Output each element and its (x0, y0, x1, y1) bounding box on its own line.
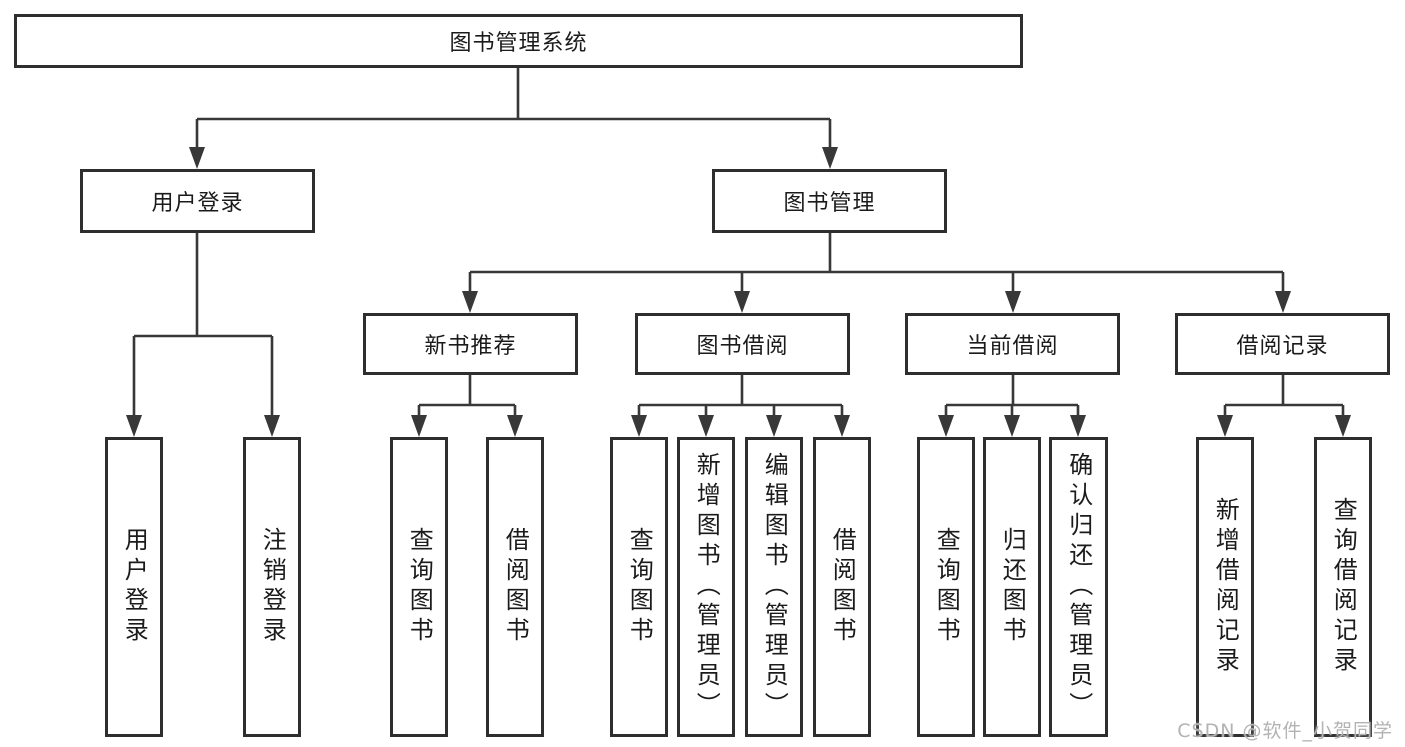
node-records-query-record: 查询借阅记录 (1314, 437, 1372, 737)
watermark: CSDN @软件_小贺同学 (1177, 720, 1393, 742)
node-current-return-books: 归还图书 (983, 437, 1041, 737)
node-recommend-borrow-books: 借阅图书 (486, 437, 544, 737)
node-label: 借阅图书 (828, 527, 857, 647)
node-label: 注销登录 (258, 527, 287, 647)
node-recommend-query-books: 查询图书 (390, 437, 448, 737)
node-login-logout: 注销登录 (243, 437, 301, 737)
node-new-book-recommend: 新书推荐 (363, 313, 578, 375)
node-label: 新增借阅记录 (1211, 497, 1240, 677)
node-current-confirm-return-admin: 确认归还（管理员） (1049, 437, 1108, 737)
node-user-login: 用户登录 (80, 169, 315, 233)
node-borrowing-query-books: 查询图书 (610, 437, 668, 737)
node-label: 查询借阅记录 (1329, 497, 1358, 677)
node-label: 确认归还（管理员） (1064, 452, 1093, 722)
node-current-borrowing: 当前借阅 (905, 313, 1120, 375)
node-library-management-system: 图书管理系统 (14, 14, 1023, 68)
node-borrowing-records: 借阅记录 (1175, 313, 1390, 375)
node-borrowing-edit-books-admin: 编辑图书（管理员） (745, 437, 803, 737)
node-borrowing-borrow-books: 借阅图书 (813, 437, 871, 737)
node-label: 新增图书（管理员） (692, 452, 721, 722)
node-label: 借阅图书 (501, 527, 530, 647)
node-label: 归还图书 (998, 527, 1027, 647)
node-book-borrowing: 图书借阅 (635, 313, 850, 375)
node-label: 查询图书 (932, 527, 961, 647)
node-book-management: 图书管理 (712, 169, 947, 233)
node-login-user-login: 用户登录 (105, 437, 163, 737)
node-current-query-books: 查询图书 (917, 437, 975, 737)
node-label: 编辑图书（管理员） (760, 452, 789, 722)
node-label: 查询图书 (625, 527, 654, 647)
node-borrowing-add-books-admin: 新增图书（管理员） (677, 437, 735, 737)
node-records-add-record: 新增借阅记录 (1196, 437, 1254, 737)
node-label: 用户登录 (120, 527, 149, 647)
node-label: 查询图书 (405, 527, 434, 647)
